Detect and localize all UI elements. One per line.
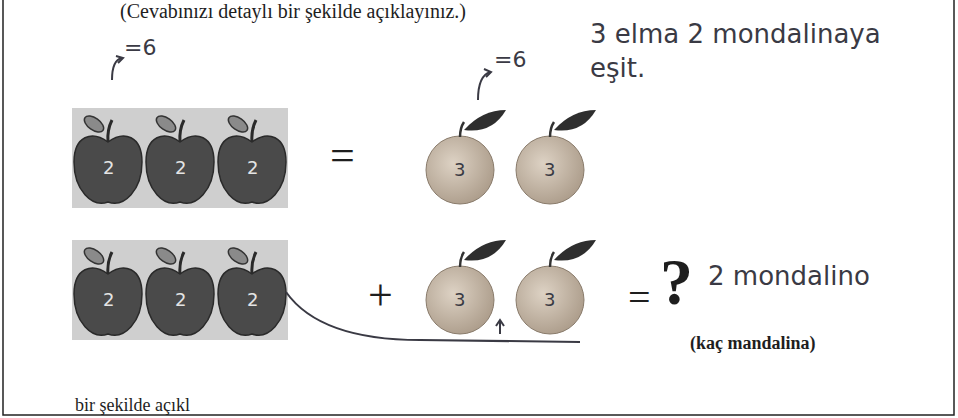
apple-icon [72,108,144,208]
hand-bracket-line [286,292,580,342]
instruction-text: (Cevabınızı detaylı bir şekilde açıklayı… [120,0,466,22]
hint-text: (kaç mandalina) [690,334,816,354]
apple-icon [216,240,288,340]
handwritten-value: =6 [494,48,526,72]
instruction-text: bir şekilde açıkl [75,396,190,416]
handwritten-answer: 2 mondalino [708,262,870,291]
handwritten-note: 3 elma 2 mondalinaya eşit. [590,18,890,86]
fruit-number: 3 [544,160,555,180]
fruit-number: 3 [454,160,465,180]
mandarin-icon [426,240,506,334]
fruit-number: 2 [103,158,114,178]
mandarin-icon [426,110,506,204]
mandarin-icon [516,110,596,204]
fruit-number: 3 [544,290,555,310]
hand-arrow [484,69,491,77]
equals-sign: = [628,276,651,320]
hand-arrow [496,320,504,334]
hand-arrow [116,56,123,63]
plus-sign: + [368,272,393,320]
apple-icon [216,108,288,208]
equals-sign: = [330,132,355,180]
question-mark: ? [660,246,693,319]
apple-icon [144,240,216,340]
apple-icon [144,108,216,208]
handwritten-value: =6 [124,36,156,60]
fruit-number: 2 [175,290,186,310]
mandarin-icon [516,240,596,334]
fruit-number: 2 [175,158,186,178]
fruit-number: 2 [103,290,114,310]
fruit-number: 2 [247,290,258,310]
frame-border [3,0,954,415]
fruit-number: 2 [247,158,258,178]
fruit-number: 3 [454,290,465,310]
apple-icon [72,240,144,340]
